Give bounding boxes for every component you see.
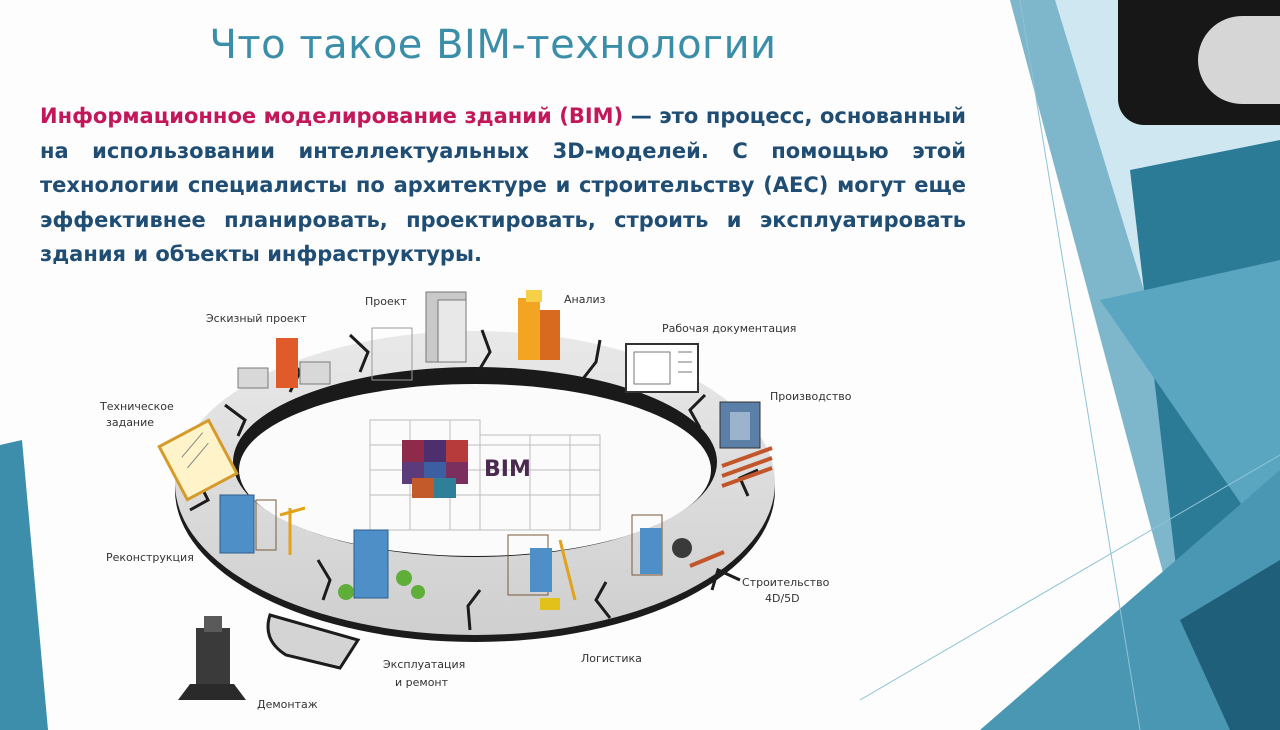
intro-text: — это процесс, основанный на использован…: [40, 104, 966, 266]
center-building-sketch: [369, 419, 601, 531]
stage-label-spec-line2: задание: [106, 416, 154, 429]
stage-label-logistics: Логистика: [581, 652, 642, 665]
stage-label-reconstruction: Реконструкция: [106, 551, 194, 564]
construction-icon: [631, 514, 725, 576]
bim-cube-logo: [402, 440, 468, 498]
corner-pill: [1198, 16, 1280, 104]
logistics-icon: [507, 534, 577, 610]
bg-shape-left: [0, 440, 48, 730]
bg-line-2: [859, 454, 1280, 701]
ring-tail: [266, 613, 361, 670]
bim-center-label: BIM: [484, 457, 531, 482]
operation-icon: [338, 529, 425, 600]
stage-label-project: Проект: [365, 295, 407, 308]
intro-paragraph: Информационное моделирование зданий (BIM…: [40, 99, 966, 272]
project-icon: [371, 291, 467, 381]
production-icon: [719, 401, 773, 488]
clipboard-icon: [157, 418, 239, 502]
stage-label-demolition: Демонтаж: [257, 698, 318, 711]
stage-label-operation-line1: Эксплуатация: [383, 658, 465, 671]
bg-shape-corner: [1180, 560, 1280, 730]
analysis-icon: [518, 290, 560, 360]
sketch-icon: [237, 338, 331, 389]
stage-label-construction-line2: 4D/5D: [765, 592, 800, 605]
stage-label-spec-line1: Техническое: [99, 400, 174, 413]
stage-label-work-docs: Рабочая документация: [662, 322, 796, 335]
bg-line-1: [1019, 0, 1141, 730]
stage-label-construction-line1: Строительство: [742, 576, 830, 589]
stage-label-operation-line2: и ремонт: [395, 676, 449, 689]
stage-label-analysis: Анализ: [564, 293, 606, 306]
stage-label-sketch: Эскизный проект: [206, 312, 307, 325]
reconstruction-icon: [219, 494, 306, 555]
intro-term: Информационное моделирование зданий (BIM…: [40, 104, 624, 128]
slide-title: Что такое BIM-технологии: [209, 22, 777, 68]
bg-shape-mid: [1100, 260, 1280, 560]
work-docs-icon: [625, 343, 699, 393]
demolition-icon: [178, 616, 246, 700]
stage-label-production: Производство: [770, 390, 852, 403]
